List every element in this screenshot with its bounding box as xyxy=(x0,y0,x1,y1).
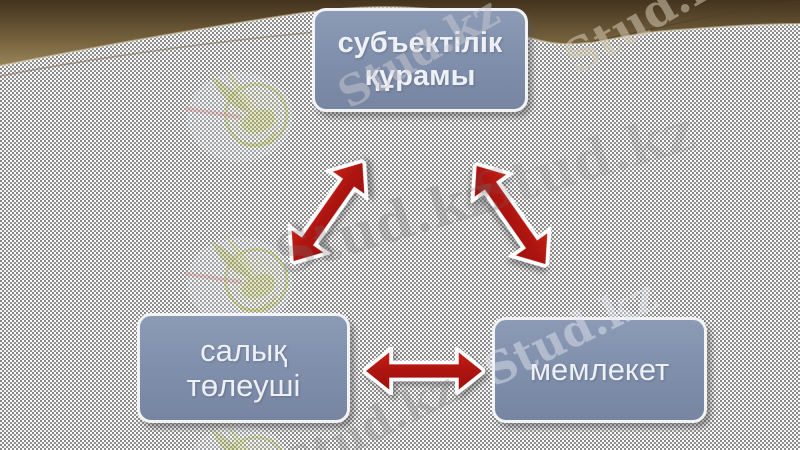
wave-thin-line-right xyxy=(589,1,800,43)
node-state: мемлекет xyxy=(492,317,707,423)
node-label: салық төлеуші xyxy=(186,332,301,403)
arrow-top-to-bottom-right xyxy=(470,160,552,270)
arrow-bottom-left-to-bottom-right xyxy=(363,347,485,395)
node-subject-composition: субъектілік құрамы xyxy=(312,8,528,112)
arrow-top-to-bottom-left xyxy=(287,157,369,267)
node-taxpayer: салық төлеуші xyxy=(137,313,350,423)
node-label: субъектілік құрамы xyxy=(337,26,503,92)
node-label: мемлекет xyxy=(529,352,670,388)
